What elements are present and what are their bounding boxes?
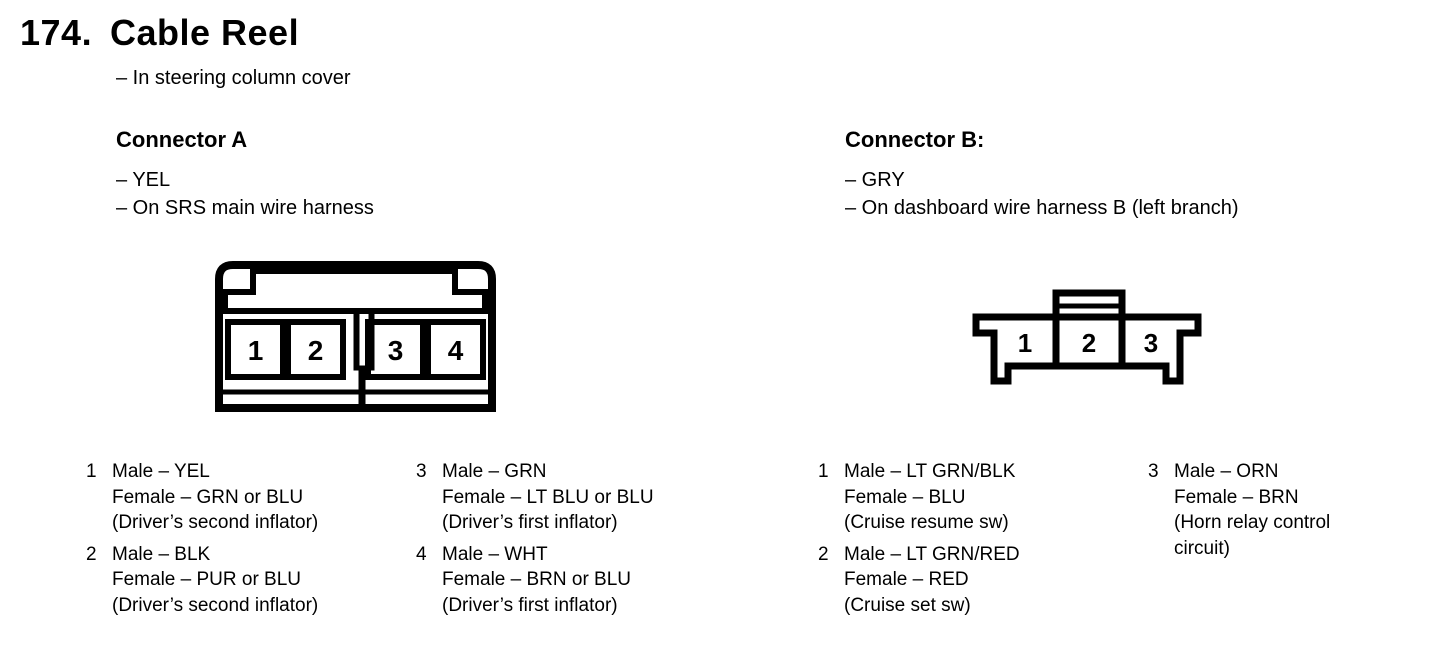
connector-b-header: Connector B: – GRY – On dashboard wire h… <box>845 127 1239 222</box>
pin-function: (Horn relay control circuit) <box>1174 512 1331 559</box>
connector-b-pin-list-right: 3 Male – ORN Female – BRN (Horn relay co… <box>1148 459 1353 561</box>
pin-function: (Driver’s first inflator) <box>442 512 618 533</box>
connector-b-pin-number-2: 2 <box>1082 328 1096 358</box>
connector-b-pin-number-1: 1 <box>1018 328 1032 358</box>
pin-function: (Cruise resume sw) <box>844 512 1009 533</box>
pin-number: 4 <box>416 543 427 565</box>
pin-function: (Driver’s first inflator) <box>442 594 618 616</box>
pin-number: 2 <box>818 543 829 565</box>
pin-female-wire: Female – PUR or BLU <box>112 569 302 590</box>
connector-a-diagram: 1 2 3 4 <box>215 261 496 413</box>
pin-male-wire: Male – YEL <box>112 461 210 482</box>
item-title: Cable Reel <box>110 12 300 53</box>
connector-a-heading: Connector A <box>116 127 248 152</box>
pin-number: 1 <box>818 461 829 482</box>
connector-b-diagram: 1 2 3 <box>972 284 1202 388</box>
pin-female-wire: Female – BRN or BLU <box>442 569 632 590</box>
pin-entry: 3 Male – ORN Female – BRN (Horn relay co… <box>1148 459 1353 561</box>
pin-entry: 3 Male – GRN Female – LT BLU or BLU (Dri… <box>416 459 716 536</box>
connector-a-pin-list-left: 1 Male – YEL Female – GRN or BLU (Driver… <box>86 459 386 618</box>
pin-male-wire: Male – WHT <box>442 543 548 565</box>
connector-a-header: Connector A – YEL – On SRS main wire har… <box>116 127 374 222</box>
pin-male-wire: Male – GRN <box>442 461 547 482</box>
pin-male-wire: Male – ORN <box>1174 461 1279 482</box>
pin-number: 3 <box>416 461 427 482</box>
pin-female-wire: Female – GRN or BLU <box>112 486 304 508</box>
pin-entry: 1 Male – YEL Female – GRN or BLU (Driver… <box>86 459 386 536</box>
page-subtitle: – In steering column cover <box>116 67 351 89</box>
connector-b-heading: Connector B: <box>845 127 985 152</box>
pin-entry: 1 Male – LT GRN/BLK Female – BLU (Cruise… <box>818 459 1118 536</box>
pin-female-wire: Female – BLU <box>844 486 966 508</box>
page-title: 174. Cable Reel <box>20 12 299 54</box>
pin-number: 1 <box>86 461 97 482</box>
connector-a-pin-number-2: 2 <box>308 335 324 366</box>
pin-entry: 2 Male – BLK Female – PUR or BLU (Driver… <box>86 542 386 619</box>
connector-b-note: – GRY <box>845 169 905 191</box>
connector-a-pin-list-right: 3 Male – GRN Female – LT BLU or BLU (Dri… <box>416 459 716 618</box>
pin-female-wire: Female – RED <box>844 569 969 590</box>
connector-a-pin-number-1: 1 <box>248 335 264 366</box>
pin-function: (Cruise set sw) <box>844 594 971 616</box>
connector-a-pin-number-3: 3 <box>388 335 404 366</box>
pin-male-wire: Male – LT GRN/RED <box>844 543 1020 565</box>
pin-number: 2 <box>86 543 97 565</box>
item-number: 174. <box>20 12 93 53</box>
pin-male-wire: Male – BLK <box>112 543 211 565</box>
pin-number: 3 <box>1148 461 1159 482</box>
connector-b-pin-number-3: 3 <box>1144 328 1158 358</box>
pin-function: (Driver’s second inflator) <box>112 594 319 616</box>
pin-male-wire: Male – LT GRN/BLK <box>844 461 1016 482</box>
pin-female-wire: Female – BRN <box>1174 486 1299 508</box>
pin-entry: 4 Male – WHT Female – BRN or BLU (Driver… <box>416 542 716 619</box>
connector-a-note: – YEL <box>116 169 171 191</box>
connector-b-note: – On dashboard wire harness B (left bran… <box>845 197 1239 219</box>
connector-b-pin-list-left: 1 Male – LT GRN/BLK Female – BLU (Cruise… <box>818 459 1118 618</box>
connector-a-note: – On SRS main wire harness <box>116 197 374 219</box>
pin-female-wire: Female – LT BLU or BLU <box>442 486 654 508</box>
pin-function: (Driver’s second inflator) <box>112 512 319 533</box>
pin-entry: 2 Male – LT GRN/RED Female – RED (Cruise… <box>818 542 1118 619</box>
connector-a-pin-number-4: 4 <box>448 335 464 366</box>
